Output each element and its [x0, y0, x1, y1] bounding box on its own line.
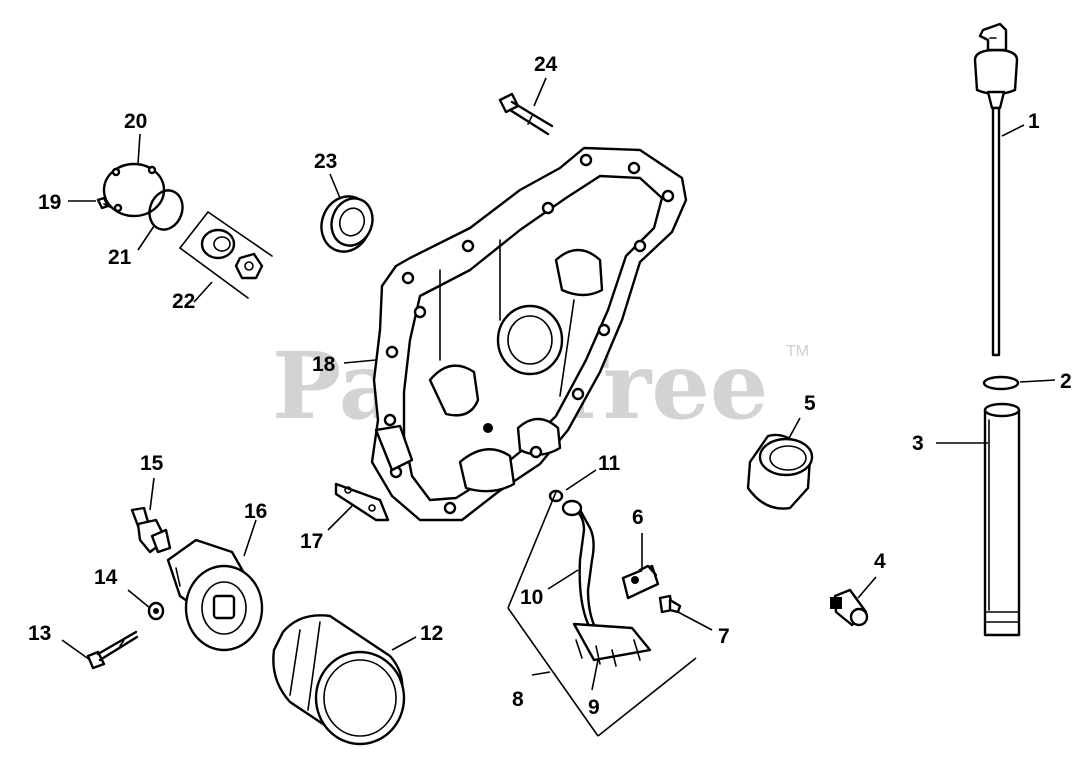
- watermark-trademark: TM: [786, 343, 809, 360]
- part-bolt-plate[interactable]: [498, 92, 554, 136]
- leader-lines: [61, 77, 1056, 737]
- part-long-bolt[interactable]: [86, 630, 139, 670]
- callout-3: 3: [912, 432, 924, 455]
- part-cover-plate[interactable]: [102, 162, 166, 218]
- callout-5: 5: [804, 392, 816, 415]
- part-gasket[interactable]: [334, 482, 390, 522]
- part-filter-adapter[interactable]: [166, 538, 264, 652]
- callout-22: 22: [172, 290, 195, 313]
- callout-6: 6: [632, 506, 644, 529]
- part-o-ring-cover[interactable]: [144, 186, 188, 235]
- part-o-ring-pickup[interactable]: [548, 489, 564, 503]
- callout-14: 14: [94, 566, 118, 589]
- callout-12: 12: [420, 622, 443, 645]
- callout-8: 8: [512, 688, 524, 711]
- part-pickup-assembly[interactable]: [561, 499, 652, 667]
- callout-15: 15: [140, 452, 164, 475]
- callout-24: 24: [534, 53, 558, 76]
- callout-21: 21: [108, 246, 132, 269]
- part-screw-small[interactable]: [658, 594, 682, 614]
- callout-20: 20: [124, 110, 147, 133]
- callout-18: 18: [312, 353, 336, 376]
- callout-labels: 1 2 3 4 5 6 7 8 9 10 11 12 13 14 15 16 1…: [28, 53, 1072, 719]
- callout-10: 10: [520, 586, 543, 609]
- callout-4: 4: [874, 550, 886, 573]
- callout-13: 13: [28, 622, 51, 645]
- part-o-ring-tube[interactable]: [982, 375, 1020, 391]
- part-bracket[interactable]: [621, 564, 660, 600]
- callout-23: 23: [314, 150, 337, 173]
- part-dipstick-tube[interactable]: [983, 402, 1021, 637]
- callout-19: 19: [38, 191, 61, 214]
- part-closure-plate[interactable]: [370, 146, 688, 522]
- part-oil-seal[interactable]: [314, 189, 379, 258]
- callout-2: 2: [1060, 370, 1072, 393]
- callout-16: 16: [244, 500, 267, 523]
- part-dipstick[interactable]: [973, 22, 1019, 357]
- part-oil-pressure-switch[interactable]: [130, 506, 172, 554]
- part-bearing-sleeve[interactable]: [746, 433, 814, 510]
- callout-17: 17: [300, 530, 323, 553]
- part-oil-filter[interactable]: [272, 614, 406, 746]
- part-washer[interactable]: [147, 601, 165, 621]
- callout-9: 9: [588, 696, 600, 719]
- callout-11: 11: [598, 452, 621, 475]
- part-bearing-kit[interactable]: [179, 211, 273, 299]
- part-fitting[interactable]: [830, 588, 869, 627]
- callout-1: 1: [1028, 110, 1040, 133]
- callout-7: 7: [718, 625, 730, 648]
